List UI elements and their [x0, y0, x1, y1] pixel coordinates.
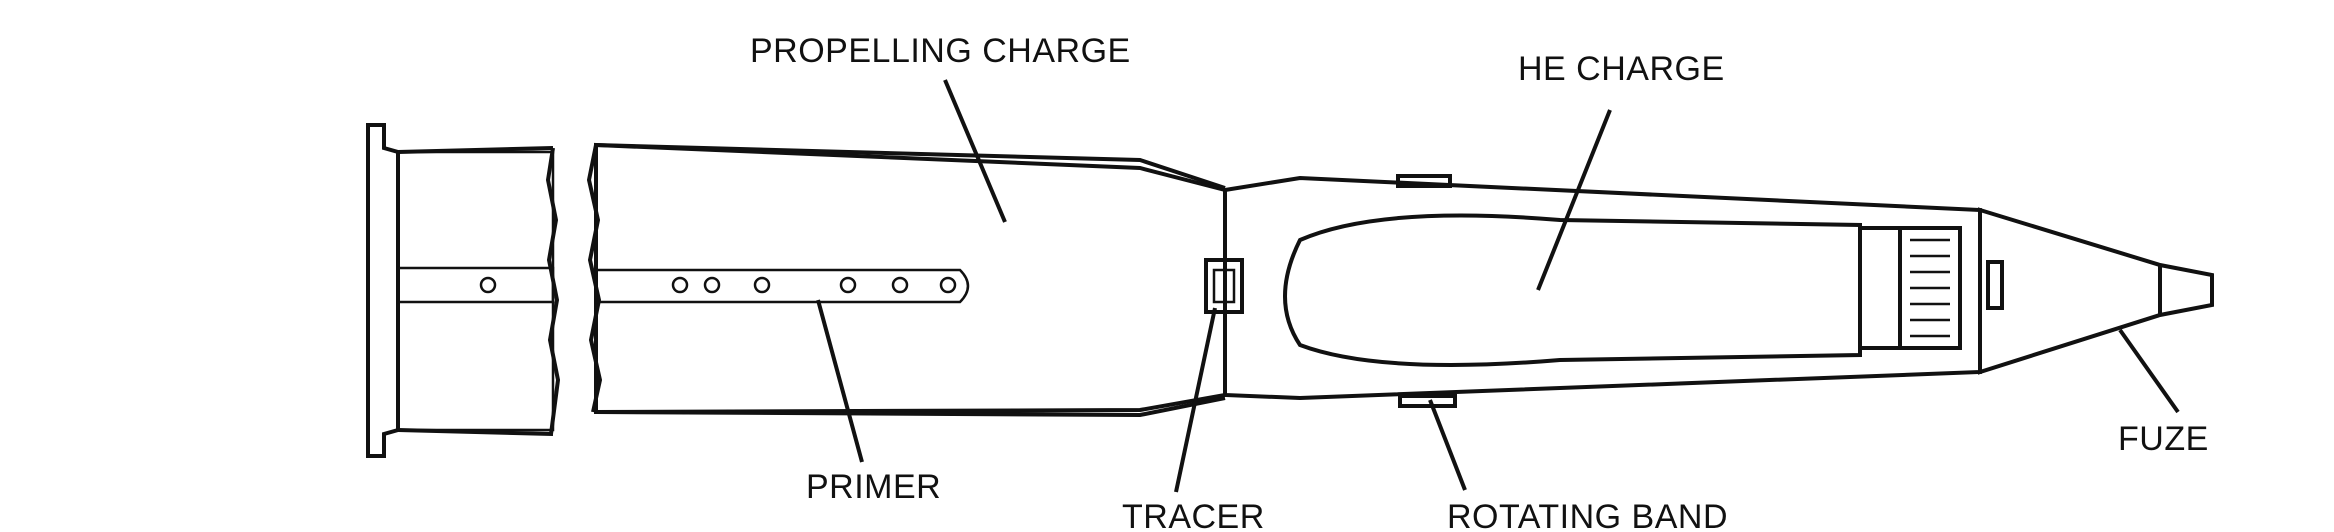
- fuze: [1978, 207, 2214, 375]
- label-fuze: FUZE: [2118, 420, 2209, 458]
- booster: [1858, 226, 2004, 350]
- leader-lines: [816, 79, 2180, 493]
- primer-tube: [396, 266, 970, 304]
- rotating-band: [1396, 174, 1457, 408]
- label-tracer: TRACER: [1122, 498, 1265, 532]
- label-he-charge: HE CHARGE: [1518, 50, 1725, 88]
- projectile-body: [1223, 175, 1982, 401]
- tracer: [1204, 258, 1244, 314]
- label-propelling-charge: PROPELLING CHARGE: [750, 32, 1131, 70]
- label-rotating-band: ROTATING BAND: [1447, 498, 1728, 532]
- label-primer: PRIMER: [806, 468, 941, 506]
- case-base: [366, 123, 561, 458]
